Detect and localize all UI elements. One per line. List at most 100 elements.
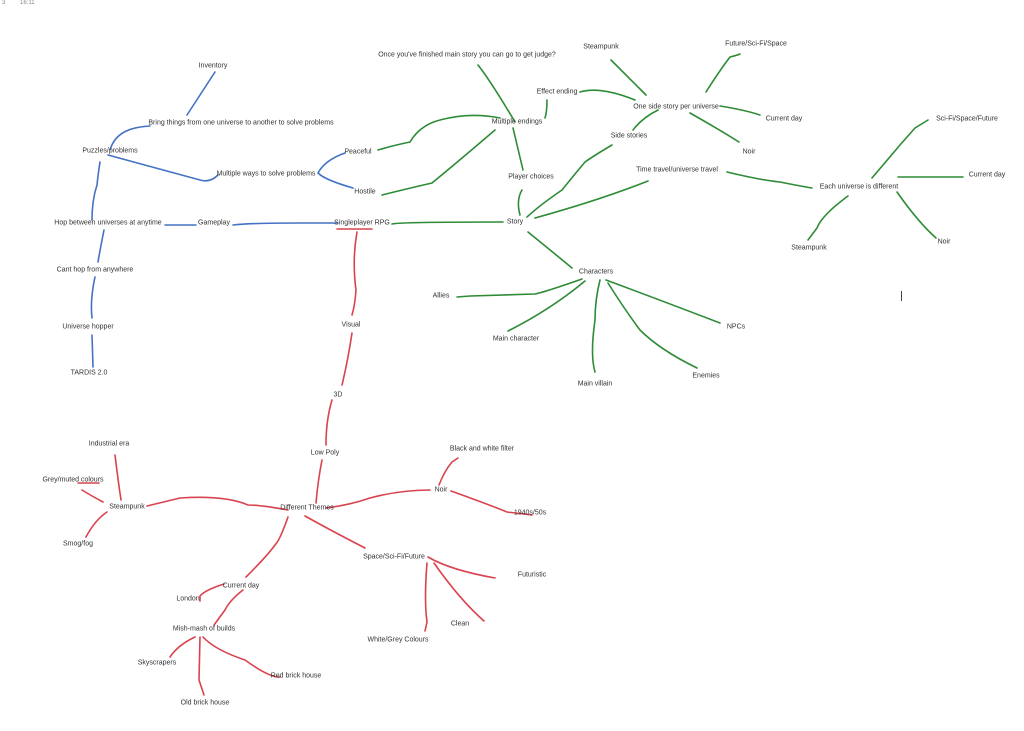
node-noir[interactable]: Noir: [742, 148, 756, 156]
node-characters[interactable]: Characters: [578, 268, 614, 276]
story-branch-lines: [377, 53, 964, 373]
connector: [607, 282, 698, 369]
gameplay-branch-lines: [90, 71, 354, 368]
node-mish-mash[interactable]: Mish-mash of builds: [172, 625, 236, 633]
node-bw-filter[interactable]: Black and white filter: [449, 445, 515, 453]
node-bring-things[interactable]: Bring things from one universe to anothe…: [148, 119, 334, 127]
node-time-travel[interactable]: Time travel/universe travel: [636, 166, 718, 174]
node-3d[interactable]: 3D: [333, 391, 343, 399]
connector: [381, 129, 496, 196]
node-each-universe[interactable]: Each universe is different: [819, 183, 899, 191]
connector: [85, 511, 108, 538]
root-node-singleplayer-rpg[interactable]: Singleplayer RPG: [334, 219, 390, 227]
connector: [91, 161, 101, 221]
node-multiple-ways[interactable]: Multiple ways to solve problems: [216, 170, 316, 178]
connector: [391, 221, 504, 225]
node-grey-muted[interactable]: Grey/muted colours: [42, 476, 104, 484]
node-one-side-story[interactable]: One side story per universe: [633, 103, 719, 111]
connector: [341, 332, 353, 386]
connector: [186, 71, 216, 116]
connector: [544, 99, 548, 119]
node-low-poly[interactable]: Low Poly: [310, 449, 340, 457]
node-cant-hop[interactable]: Cant hop from anywhere: [56, 266, 134, 274]
connector: [517, 189, 523, 216]
node-noir-2[interactable]: Noir: [937, 238, 951, 246]
connector: [424, 562, 428, 632]
node-npcs[interactable]: NPCs: [726, 323, 746, 331]
node-side-stories[interactable]: Side stories: [610, 132, 648, 140]
connector: [81, 489, 104, 503]
node-white-grey[interactable]: White/Grey Colours: [367, 636, 429, 644]
node-current-day[interactable]: Current day: [765, 115, 803, 123]
node-london[interactable]: London: [176, 595, 200, 603]
node-gameplay[interactable]: Gameplay: [198, 219, 230, 227]
page-number: 3: [2, 0, 6, 6]
connector: [632, 109, 659, 131]
node-allies[interactable]: Allies: [432, 292, 450, 300]
node-industrial-era[interactable]: Industrial era: [88, 440, 130, 448]
node-multiple-endings[interactable]: Multiple endings: [491, 118, 543, 126]
connector: [427, 556, 496, 579]
node-universe-hopper[interactable]: Universe hopper: [62, 323, 114, 331]
connector: [477, 64, 516, 123]
connector: [689, 112, 740, 143]
connector: [705, 53, 741, 93]
node-steampunk-visual[interactable]: Steampunk: [109, 503, 145, 511]
connector: [325, 489, 431, 509]
node-current-day-2[interactable]: Current day: [968, 171, 1006, 179]
visual-branch-lines: [77, 228, 533, 696]
connector: [527, 231, 573, 269]
text-cursor: [901, 291, 902, 301]
node-main-villain[interactable]: Main villain: [577, 380, 613, 388]
connector: [351, 231, 358, 316]
connector: [605, 279, 721, 324]
connector: [304, 515, 366, 549]
connector: [591, 279, 601, 373]
node-peaceful[interactable]: Peaceful: [344, 148, 372, 156]
node-tardis[interactable]: TARDIS 2.0: [70, 369, 108, 377]
connector: [456, 278, 583, 298]
node-main-character[interactable]: Main character: [492, 335, 540, 343]
connector: [507, 280, 586, 332]
connector: [438, 457, 459, 486]
node-enemies[interactable]: Enemies: [692, 372, 720, 380]
node-inventory[interactable]: Inventory: [198, 62, 228, 70]
connector: [807, 195, 849, 241]
node-visual[interactable]: Visual: [341, 321, 361, 329]
node-hop-between[interactable]: Hop between universes at anytime: [54, 219, 162, 227]
node-judge[interactable]: Once you've finished main story you can …: [378, 51, 556, 59]
node-player-choices[interactable]: Player choices: [508, 173, 554, 181]
connector: [450, 490, 533, 516]
node-hostile[interactable]: Hostile: [354, 188, 376, 196]
node-story[interactable]: Story: [506, 218, 524, 226]
node-old-brick[interactable]: Old brick house: [180, 699, 230, 707]
node-future[interactable]: Future/Sci-Fi/Space: [725, 40, 787, 48]
node-steampunk-2[interactable]: Steampunk: [791, 244, 827, 252]
node-clean[interactable]: Clean: [450, 620, 470, 628]
connector: [315, 459, 323, 504]
connector: [377, 114, 501, 151]
node-puzzles[interactable]: Puzzles/problems: [82, 147, 138, 155]
node-current-day-visual[interactable]: Current day: [222, 582, 260, 590]
node-futuristic[interactable]: Futuristic: [517, 571, 547, 579]
connector: [107, 154, 219, 182]
node-noir-visual[interactable]: Noir: [434, 486, 448, 494]
node-skyscrapers[interactable]: Skyscrapers: [137, 659, 177, 667]
node-red-brick[interactable]: Red brick house: [270, 672, 322, 680]
node-1940s[interactable]: 1940s/50s: [513, 509, 547, 517]
node-different-themes[interactable]: Different Themes: [280, 504, 334, 512]
node-smog[interactable]: Smog/fog: [63, 540, 93, 548]
node-steampunk[interactable]: Steampunk: [583, 43, 619, 51]
connector: [433, 562, 485, 622]
connector: [512, 127, 524, 171]
node-scifi-space-future[interactable]: Sci-Fi/Space/Future: [936, 115, 998, 123]
connector: [198, 636, 205, 696]
node-space-visual[interactable]: Space/Sci-Fi/Future: [363, 553, 425, 561]
connector: [526, 144, 613, 218]
node-effect-ending[interactable]: Effect ending: [536, 88, 578, 96]
connector: [202, 636, 281, 678]
connector: [610, 59, 647, 96]
connector: [579, 89, 636, 101]
